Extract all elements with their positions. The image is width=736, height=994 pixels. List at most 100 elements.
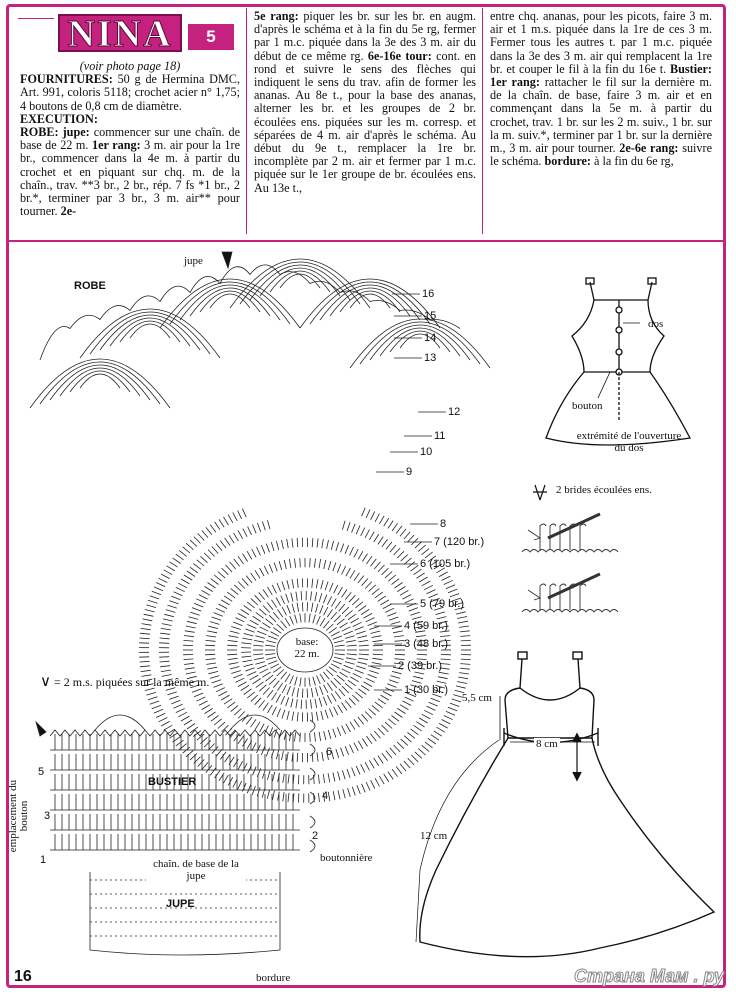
stitch-mark [256, 744, 261, 754]
stitch-mark [453, 694, 463, 698]
stitch-mark [408, 688, 419, 693]
stitch-mark [207, 666, 218, 670]
stitch-mark [415, 630, 426, 633]
stitch-mark [368, 708, 376, 716]
stitch-mark [344, 746, 349, 755]
stitch-mark [363, 613, 373, 619]
stitch-mark [167, 604, 177, 609]
pineapple-arc [69, 370, 131, 393]
stitch-mark [266, 689, 274, 698]
stitch-mark [228, 535, 235, 544]
measure-strap: 5,5 cm [462, 692, 492, 704]
stitch-mark [268, 615, 277, 623]
stitch-mark [372, 640, 383, 643]
stitch-mark [418, 748, 426, 756]
dos-label: dos [648, 318, 664, 330]
stitch-mark [294, 676, 298, 686]
stitch-mark [218, 519, 225, 528]
stitch-mark [190, 611, 200, 616]
stitch-mark [252, 615, 262, 622]
stitch-mark [233, 558, 240, 567]
stitch-mark [447, 706, 458, 712]
stitch-mark [232, 512, 238, 521]
front-dress-drawing [415, 651, 716, 958]
stitch-mark [193, 730, 202, 737]
col3-text-d: à la fin du 6e rg, [590, 154, 674, 169]
stitch-mark [308, 613, 311, 623]
stitch-mark [262, 702, 269, 711]
stitch-mark [404, 598, 414, 604]
rang26-label: 2e-6e rang: [619, 141, 679, 156]
stitch-mark [169, 561, 178, 568]
stitch-mark [311, 602, 314, 612]
stitch-mark [299, 677, 302, 687]
stitch-mark [346, 640, 356, 643]
stitch-mark [210, 578, 219, 585]
stitch-mark [388, 574, 397, 582]
stitch-mark [165, 687, 176, 691]
stitch-mark [451, 597, 462, 602]
stitch-mark [280, 671, 288, 680]
stitch-mark [333, 640, 344, 644]
stitch-mark [400, 554, 409, 562]
stitch-mark [333, 656, 344, 660]
stitch-mark [361, 783, 366, 793]
stitch-mark [223, 698, 233, 705]
stitch-mark [360, 764, 366, 773]
stitch-mark [339, 671, 348, 678]
stitch-mark [224, 754, 231, 763]
stitch-mark [436, 726, 446, 733]
stitch-mark [331, 598, 337, 607]
stitch-mark [234, 584, 242, 592]
stitch-mark [257, 522, 262, 532]
stitch-mark [201, 530, 209, 538]
stitch-mark [336, 618, 345, 626]
stitch-mark [190, 684, 200, 689]
stitch-mark [391, 523, 398, 532]
stitch-mark [358, 653, 369, 656]
stitch-mark [294, 732, 296, 742]
stitch-mark [262, 622, 271, 629]
stitch-mark [259, 684, 267, 692]
stitch-mark [391, 715, 400, 722]
stitch-mark [162, 678, 173, 682]
stitch-mark [139, 665, 151, 668]
photo-reference: (voir photo page 18) [79, 59, 181, 73]
pineapple-arc [329, 287, 411, 317]
stitch-mark [283, 730, 287, 741]
stitch-mark [440, 663, 451, 665]
stitch-mark [391, 625, 402, 629]
stitch-mark [355, 525, 361, 535]
stitch-mark [424, 584, 434, 591]
chain-sketch [521, 549, 619, 553]
section-divider [8, 240, 724, 242]
stitch-mark [237, 780, 242, 790]
stitch-mark [291, 538, 294, 548]
stitch-mark [314, 592, 318, 602]
row-label-9: 9 [406, 466, 413, 478]
rang2-label: 2e- [60, 204, 77, 219]
stitch-mark [242, 528, 248, 537]
stitch-mark [243, 663, 254, 667]
stitch-mark [228, 635, 239, 638]
stitch-mark [159, 637, 170, 640]
stitch-mark [299, 732, 301, 742]
stitch-mark [387, 612, 397, 617]
stitch-mark [367, 674, 377, 679]
stitch-mark [201, 704, 211, 710]
stitch-mark [322, 671, 330, 680]
stitch-mark [315, 579, 319, 589]
stitch-mark [259, 626, 269, 632]
stitch-mark [377, 564, 385, 573]
border-loop [309, 791, 316, 805]
stitch-mark [438, 671, 449, 675]
stitch-mark [286, 580, 290, 590]
stitch-mark [357, 575, 365, 584]
base-label-text: base: [295, 636, 319, 648]
stitch-mark [325, 623, 334, 631]
stitch-mark [327, 560, 332, 571]
pineapple-arc [349, 318, 491, 369]
stitch-mark [186, 570, 196, 577]
stitch-mark [385, 541, 393, 550]
stitch-mark [370, 558, 377, 567]
